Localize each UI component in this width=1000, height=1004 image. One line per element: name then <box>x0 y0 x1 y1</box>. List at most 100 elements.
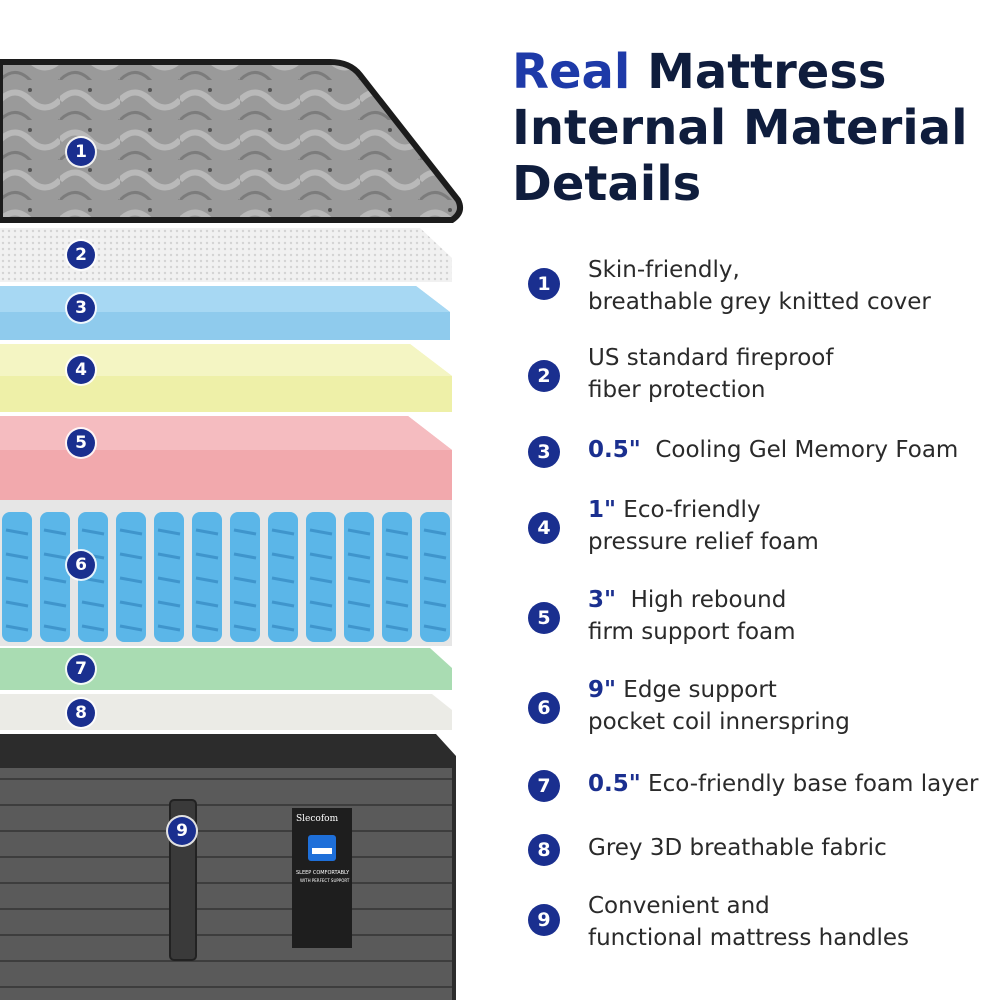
coil-ridge <box>347 600 371 608</box>
coil-ridge <box>119 624 143 632</box>
coil <box>116 512 146 642</box>
feature-4-size: 1" <box>588 497 616 523</box>
layer-3d-fabric <box>0 694 452 730</box>
layer-badge-7: 7 <box>67 655 95 683</box>
feature-badge-2: 2 <box>528 360 560 392</box>
layer-pressure-relief-foam <box>0 344 452 412</box>
feature-4-line1-wrap: 1" Eco-friendly <box>588 494 761 526</box>
feature-4-line2: pressure relief foam <box>588 529 819 555</box>
coil-ridge <box>195 528 219 536</box>
coil-ridge <box>195 576 219 584</box>
coil-ridge <box>385 600 409 608</box>
layer-badge-3: 3 <box>67 294 95 322</box>
coil-ridge <box>195 600 219 608</box>
brand-tagline: SLEEP COMFORTABLY <box>296 870 350 876</box>
coil-ridge <box>423 600 447 608</box>
coil-ridge <box>347 552 371 560</box>
coil-ridge <box>271 624 295 632</box>
coil-ridge <box>195 624 219 632</box>
layer-fiber-protection <box>0 228 452 282</box>
coil-ridge <box>423 576 447 584</box>
feature-1-line2: breathable grey knitted cover <box>588 289 931 315</box>
coil-ridge <box>81 528 105 536</box>
feature-1-line1: Skin-friendly, <box>588 257 740 283</box>
coil-ridge <box>43 576 67 584</box>
feature-badge-5: 5 <box>528 602 560 634</box>
feature-9-line2: functional mattress handles <box>588 925 910 951</box>
layer-badge-8: 8 <box>67 699 95 727</box>
coil <box>2 512 32 642</box>
brand-name: Slecofom <box>296 814 339 824</box>
coil <box>420 512 450 642</box>
feature-5-line1-wrap: 3" High rebound <box>588 584 786 616</box>
feature-badge-6: 6 <box>528 692 560 724</box>
coil-ridge <box>81 576 105 584</box>
coil <box>306 512 336 642</box>
feature-7-line1: Eco-friendly base foam layer <box>640 771 979 797</box>
coil-ridge <box>385 552 409 560</box>
feature-5-size: 3" <box>588 587 616 613</box>
feature-5-line2: firm support foam <box>588 619 796 645</box>
coil-ridge <box>157 624 181 632</box>
layer-high-rebound-foam <box>0 416 452 500</box>
feature-item-8: 8 Grey 3D breathable fabric <box>528 832 998 872</box>
feature-item-3: 3 0.5" Cooling Gel Memory Foam <box>528 434 998 474</box>
feature-3-line1: Cooling Gel Memory Foam <box>640 437 959 463</box>
brand-subtag: WITH PERFECT SUPPORT <box>300 878 350 883</box>
feature-badge-1: 1 <box>528 268 560 300</box>
feature-badge-4: 4 <box>528 512 560 544</box>
coil-ridge <box>271 552 295 560</box>
coil-ridge <box>119 600 143 608</box>
feature-6-line2: pocket coil innerspring <box>588 709 850 735</box>
coil-ridge <box>157 600 181 608</box>
feature-badge-9: 9 <box>528 904 560 936</box>
coil-ridge <box>119 576 143 584</box>
coil-ridge <box>43 552 67 560</box>
mattress-illustration: Slecofom SLEEP COMFORTABLY WITH PERFECT … <box>0 0 470 1000</box>
layer-badge-9: 9 <box>168 817 196 845</box>
coil <box>154 512 184 642</box>
feature-item-6: 6 9" Edge support pocket coil innersprin… <box>528 674 998 744</box>
feature-8-line1: Grey 3D breathable fabric <box>588 835 887 861</box>
layer-badge-1: 1 <box>67 138 95 166</box>
coil-ridge <box>309 576 333 584</box>
coil-ridge <box>271 576 295 584</box>
coil-ridge <box>5 528 29 536</box>
coil-ridge <box>233 552 257 560</box>
feature-badge-8: 8 <box>528 834 560 866</box>
layer-pocket-coils <box>0 500 452 646</box>
coil-ridge <box>347 528 371 536</box>
layer-badge-2: 2 <box>67 241 95 269</box>
coil-ridge <box>43 600 67 608</box>
feature-6-line1-wrap: 9" Edge support <box>588 674 777 706</box>
coil-ridge <box>385 624 409 632</box>
feature-7-size: 0.5" <box>588 771 641 797</box>
coil-ridge <box>195 552 219 560</box>
coil-ridge <box>157 576 181 584</box>
coil-ridge <box>271 528 295 536</box>
coil-ridge <box>309 600 333 608</box>
feature-5-line1: High rebound <box>616 587 787 613</box>
layer-badge-6: 6 <box>67 551 95 579</box>
feature-3-text: 0.5" Cooling Gel Memory Foam <box>588 434 958 466</box>
coil <box>268 512 298 642</box>
title-line1: Mattress <box>630 44 887 100</box>
feature-badge-7: 7 <box>528 770 560 802</box>
feature-item-7: 7 0.5" Eco-friendly base foam layer <box>528 768 998 808</box>
feature-badge-3: 3 <box>528 436 560 468</box>
feature-9-line1: Convenient and <box>588 893 770 919</box>
coil <box>78 512 108 642</box>
title-line2: Internal Material <box>512 100 968 156</box>
coil <box>344 512 374 642</box>
coil-ridge <box>81 600 105 608</box>
layer-cooling-gel-foam <box>0 286 450 340</box>
coil-ridge <box>271 600 295 608</box>
feature-item-5: 5 3" High rebound firm support foam <box>528 584 998 654</box>
coil <box>40 512 70 642</box>
feature-3-size: 0.5" <box>588 437 641 463</box>
feature-2-line2: fiber protection <box>588 377 766 403</box>
feature-item-1: 1 Skin-friendly, breathable grey knitted… <box>528 254 998 324</box>
coil-ridge <box>157 552 181 560</box>
layer-base-foam <box>0 648 452 690</box>
layer-knitted-cover <box>0 59 463 223</box>
